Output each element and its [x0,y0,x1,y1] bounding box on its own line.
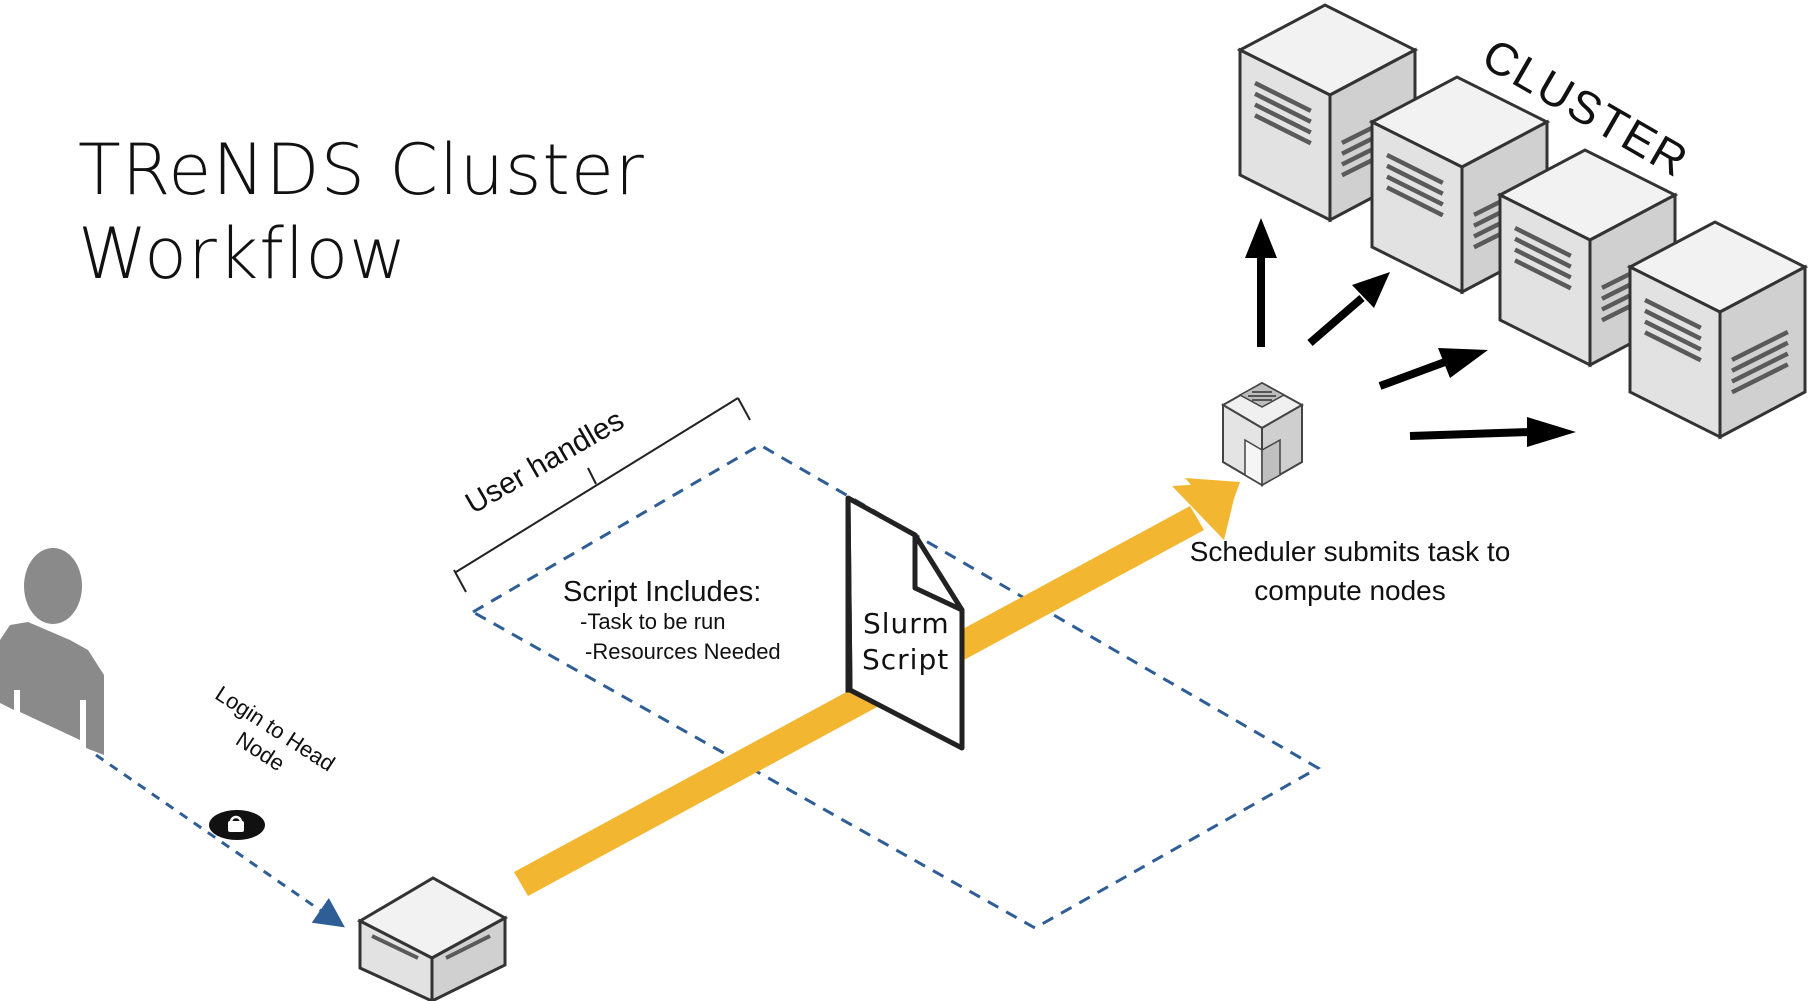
user-region-outline [469,443,1322,930]
user-silhouette-icon [0,548,104,755]
bracket-right-tick [737,397,751,421]
scheduler-server-icon [1220,381,1305,487]
user-handles-bracket [455,397,739,573]
script-item-task: -Task to be run [580,609,726,634]
head-node-server [356,876,509,1001]
scheduler-caption-line-2: compute nodes [1254,575,1446,606]
compute-node-4 [1630,222,1805,437]
scheduler-caption: Scheduler submits task to compute nodes [1120,532,1580,610]
script-item-resources: -Resources Needed [585,639,781,664]
diagram-title: TReNDS Cluster Workflow [78,128,645,296]
slurm-label-line-2: Script [862,643,950,676]
slurm-label-line-1: Slurm [863,607,950,640]
scheduler-caption-line-1: Scheduler submits task to [1189,536,1511,567]
flow-arrow [514,478,1240,896]
bracket-center-tick [587,467,597,485]
title-line-2: Workflow [78,213,408,295]
bracket-left-tick [453,569,467,593]
dispatch-arrows [1245,218,1576,447]
document-icon [845,495,965,751]
title-line-1: TReNDS Cluster [78,129,645,211]
lock-icon [209,810,265,840]
script-includes-heading: Script Includes: [563,576,762,608]
